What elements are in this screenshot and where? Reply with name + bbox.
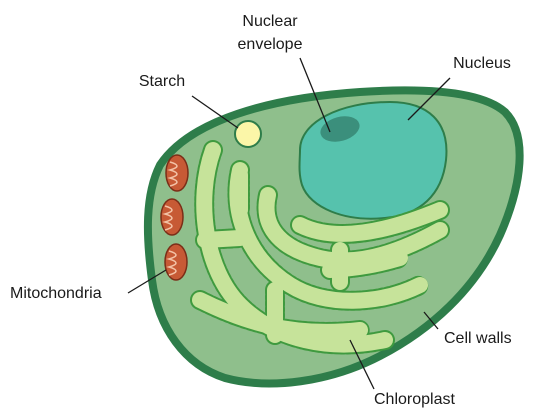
starch-granule <box>235 121 261 147</box>
label-nuclear-envelope-line1: Nuclear <box>242 13 298 30</box>
label-mitochondria: Mitochondria <box>10 285 102 302</box>
label-nuclear-envelope-line2: envelope <box>238 36 303 53</box>
label-cell-walls: Cell walls <box>444 330 512 347</box>
mitochondrion <box>161 199 183 235</box>
label-nucleus: Nucleus <box>453 55 511 72</box>
label-starch: Starch <box>139 73 185 90</box>
nucleus <box>300 102 447 219</box>
label-chloroplast: Chloroplast <box>374 391 455 408</box>
mitochondrion <box>166 155 188 191</box>
mitochondrion <box>165 244 187 280</box>
